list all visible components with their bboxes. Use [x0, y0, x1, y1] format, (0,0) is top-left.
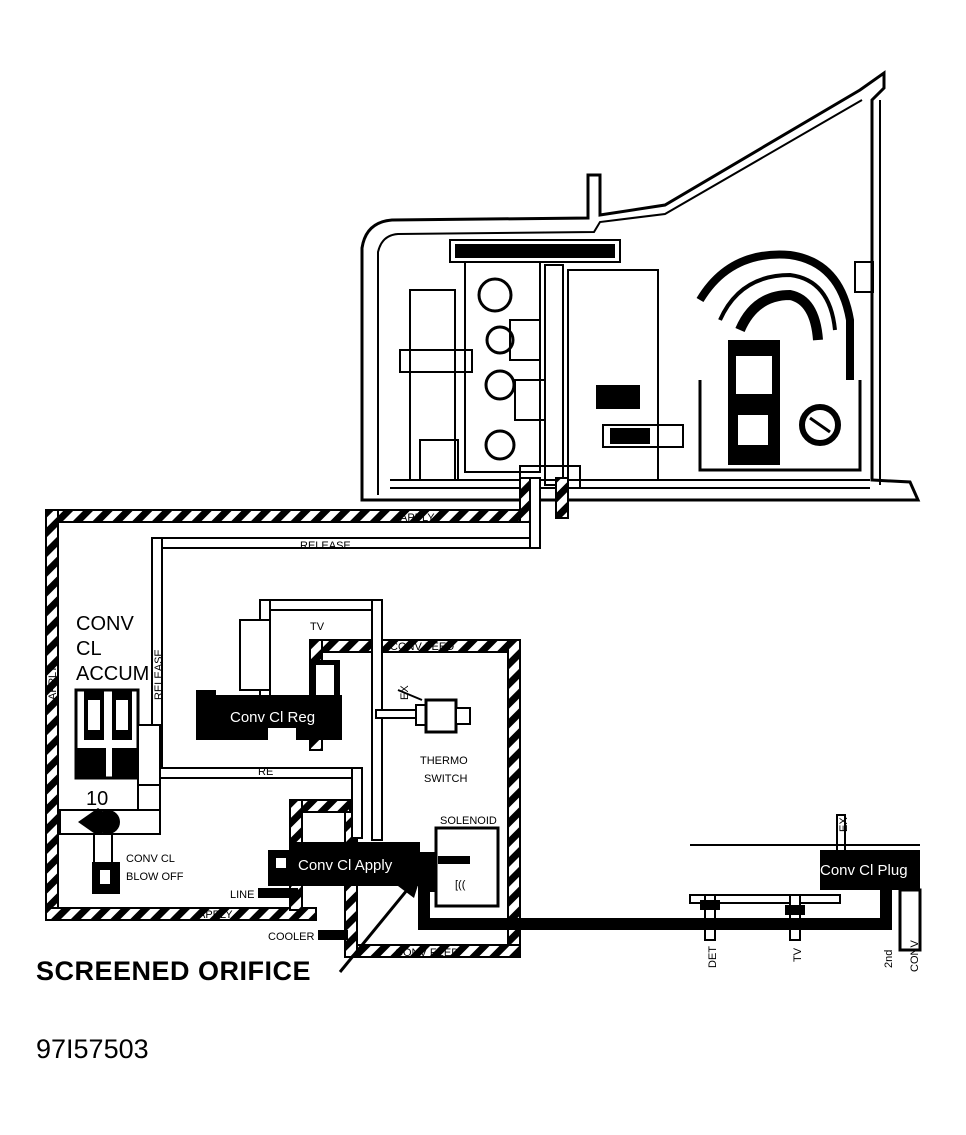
apply-top-label: APPLY	[400, 512, 435, 524]
thermo-switch-label-2: SWITCH	[424, 773, 467, 785]
conv-cl-apply-label: Conv Cl Apply	[298, 857, 393, 874]
tv-right-label: TV	[792, 947, 804, 962]
screened-orifice-callout: SCREENED ORIFICE	[36, 956, 312, 986]
svg-text:[((: [((	[455, 879, 466, 891]
line-label: LINE	[230, 889, 254, 901]
check-ball-number: 10	[86, 788, 108, 810]
cl-label: CL	[76, 638, 102, 660]
apply-bottom-label: APPLY	[198, 909, 233, 921]
conv-cl-plug-label: Conv Cl Plug	[820, 862, 908, 879]
solenoid-label: SOLENOID	[440, 815, 497, 827]
check-ball-10	[59, 808, 161, 894]
det-label: DET	[707, 946, 719, 968]
vcc-solenoid: [((	[434, 826, 500, 908]
conv-feed-top-label: CONV FEED	[390, 641, 454, 653]
screened-orifice-arrow	[338, 872, 422, 973]
tv-label: TV	[310, 621, 325, 633]
valve-body-housing	[360, 70, 921, 502]
thermo-switch	[397, 689, 471, 734]
conv-feed-bottom-label: CONV FEED	[395, 947, 459, 959]
second-gear-label: 2nd	[883, 950, 895, 968]
conv-label: CONV	[76, 613, 134, 635]
blow-off-label-2: BLOW OFF	[126, 871, 184, 883]
svg-text:✕: ✕	[83, 754, 98, 774]
apply-left-label: APPLY	[47, 665, 59, 700]
conv-cl-apply-valve	[268, 842, 438, 892]
ex-right-label: EX	[838, 817, 850, 832]
conv-cl-plug-valve	[690, 844, 922, 952]
blow-off-label-1: CONV CL	[126, 853, 175, 865]
release-left-label: RELEASE	[153, 649, 165, 700]
conv-cl-accumulator: ✕ ✕	[74, 688, 161, 826]
thermo-switch-label-1: THERMO	[420, 755, 468, 767]
release-top-label: RELEASE	[300, 540, 351, 552]
conv-right-label: CONV	[909, 940, 921, 972]
figure-code: 97I57503	[36, 1034, 149, 1064]
vcc-sig-label: VCC SIG	[580, 919, 625, 931]
accum-label: ACCUM	[76, 663, 149, 685]
svg-text:✕: ✕	[117, 754, 132, 774]
signal-passages	[258, 860, 892, 940]
conv-cl-reg-label: Conv Cl Reg	[230, 709, 315, 726]
conv-cl-reg-valve	[196, 619, 342, 742]
cooler-label: COOLER	[268, 931, 315, 943]
re-label: RE	[258, 766, 273, 778]
ex-label: EX	[399, 685, 411, 700]
